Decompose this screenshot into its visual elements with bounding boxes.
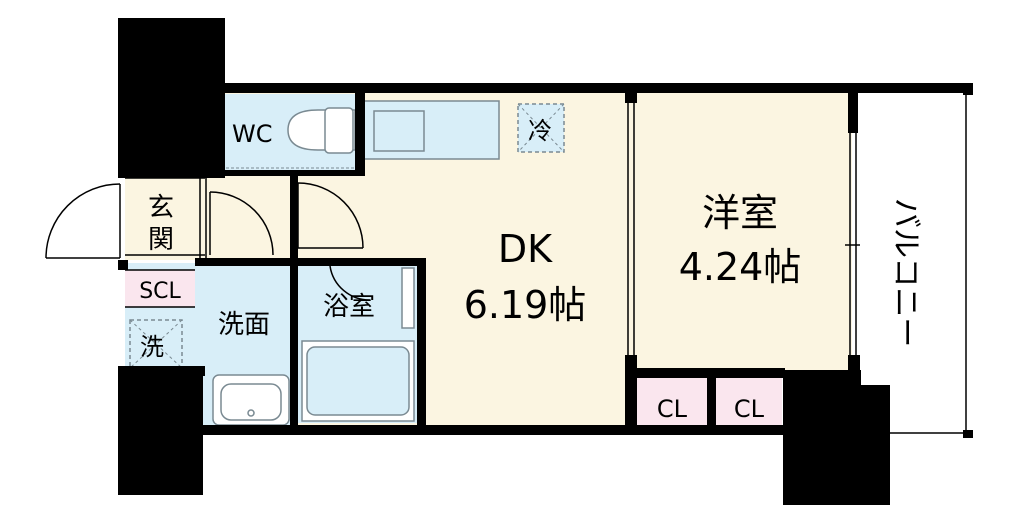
washroom-door[interactable] [209, 191, 274, 256]
balcony-label: バルコニー [888, 198, 923, 347]
wc-label: WC [232, 120, 273, 148]
bathroom-label: 浴室 [323, 292, 375, 322]
dk-size: 6.19帖 [464, 283, 587, 327]
walls [118, 18, 973, 505]
washroom-label: 洗面 [218, 310, 270, 340]
western-room-size: 4.24帖 [679, 245, 802, 289]
closet-2-floor [716, 378, 782, 427]
entrance-label-bottom: 関 [148, 225, 174, 255]
wc-door[interactable] [297, 182, 364, 249]
washbasin-icon [212, 374, 290, 426]
toilet-icon [287, 107, 356, 154]
entrance-label-top: 玄 [148, 193, 174, 223]
entrance-door[interactable] [45, 183, 121, 259]
kitchen-sink [373, 110, 425, 152]
bathtub-icon [301, 340, 415, 422]
western-room-floor [630, 92, 852, 372]
refrigerator-icon [517, 103, 565, 153]
scl-label: SCL [139, 279, 181, 304]
closet-1-label: CL [657, 395, 688, 423]
partition-lines [125, 95, 973, 434]
entrance-floor [125, 178, 205, 260]
closet-2-label: CL [734, 395, 765, 423]
western-room-name: 洋室 [702, 191, 778, 235]
scl-floor [125, 270, 195, 307]
washer-label: 洗 [140, 333, 164, 361]
dk-name: DK [498, 227, 553, 271]
refrigerator-label: 冷 [528, 117, 552, 145]
bathroom-shelf [401, 267, 415, 329]
closet-1-floor [637, 378, 707, 427]
bathroom-door[interactable] [329, 265, 371, 301]
